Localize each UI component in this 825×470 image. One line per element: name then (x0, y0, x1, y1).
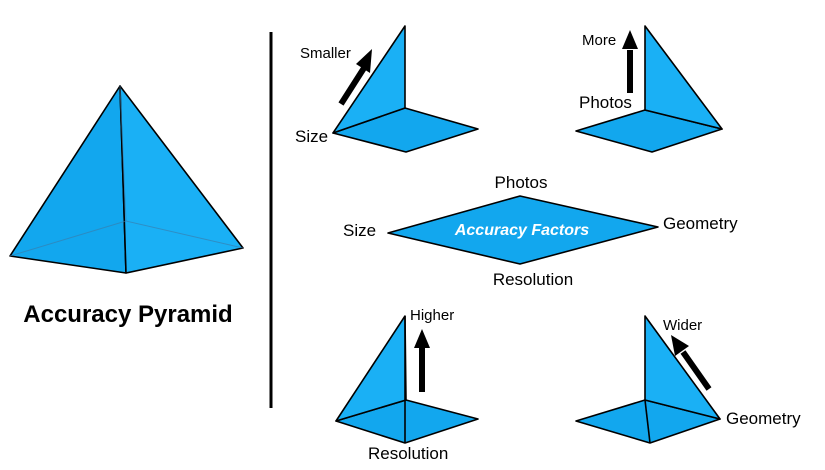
center-label-geometry: Geometry (663, 214, 738, 233)
photos-vertical-face (644, 25, 723, 130)
center-label-size: Size (343, 221, 376, 240)
geometry-vertical-edge (644, 399, 651, 444)
pyramid-right-face (119, 85, 244, 274)
geometry-panel-label: Geometry (726, 409, 801, 428)
geometry-arrow-shaft (680, 350, 712, 391)
main-pyramid (9, 85, 244, 274)
pyramid-title: Accuracy Pyramid (23, 301, 232, 328)
size-arrow-label: Smaller (300, 45, 351, 62)
geometry-vertical-face (644, 315, 721, 420)
accuracy-factors-rhombus (387, 195, 659, 265)
panel-resolution: Higher Resolution (335, 307, 479, 463)
pyramid-hidden-edge-apex (119, 85, 127, 222)
pyramid-hidden-edge-right (125, 220, 244, 249)
pyramid-left-face (9, 85, 127, 274)
geometry-arrow-head (671, 335, 689, 356)
size-arrow-shaft (338, 66, 367, 106)
pyramid-hidden-edge-left (9, 220, 127, 257)
center-label-photos: Photos (495, 173, 548, 192)
resolution-arrow-head (414, 329, 430, 348)
size-arrow-head (356, 49, 372, 73)
resolution-arrow-label: Higher (410, 307, 454, 324)
accuracy-factors-title: Accuracy Factors (454, 222, 589, 239)
panel-geometry: Wider Geometry (575, 315, 801, 444)
accuracy-factors-diagram: Accuracy Factors Photos Size Geometry Re… (343, 173, 738, 289)
panel-size: Smaller Size (295, 25, 479, 153)
size-panel-label: Size (295, 127, 328, 146)
photos-panel-label: Photos (579, 93, 632, 112)
resolution-panel-label: Resolution (368, 444, 448, 463)
photos-arrow-label: More (582, 32, 616, 49)
panel-photos: More Photos (575, 25, 723, 153)
size-vertical-face (332, 25, 406, 134)
geometry-arrow-label: Wider (663, 317, 702, 334)
photos-arrow-head (622, 30, 638, 49)
center-label-resolution: Resolution (493, 270, 573, 289)
